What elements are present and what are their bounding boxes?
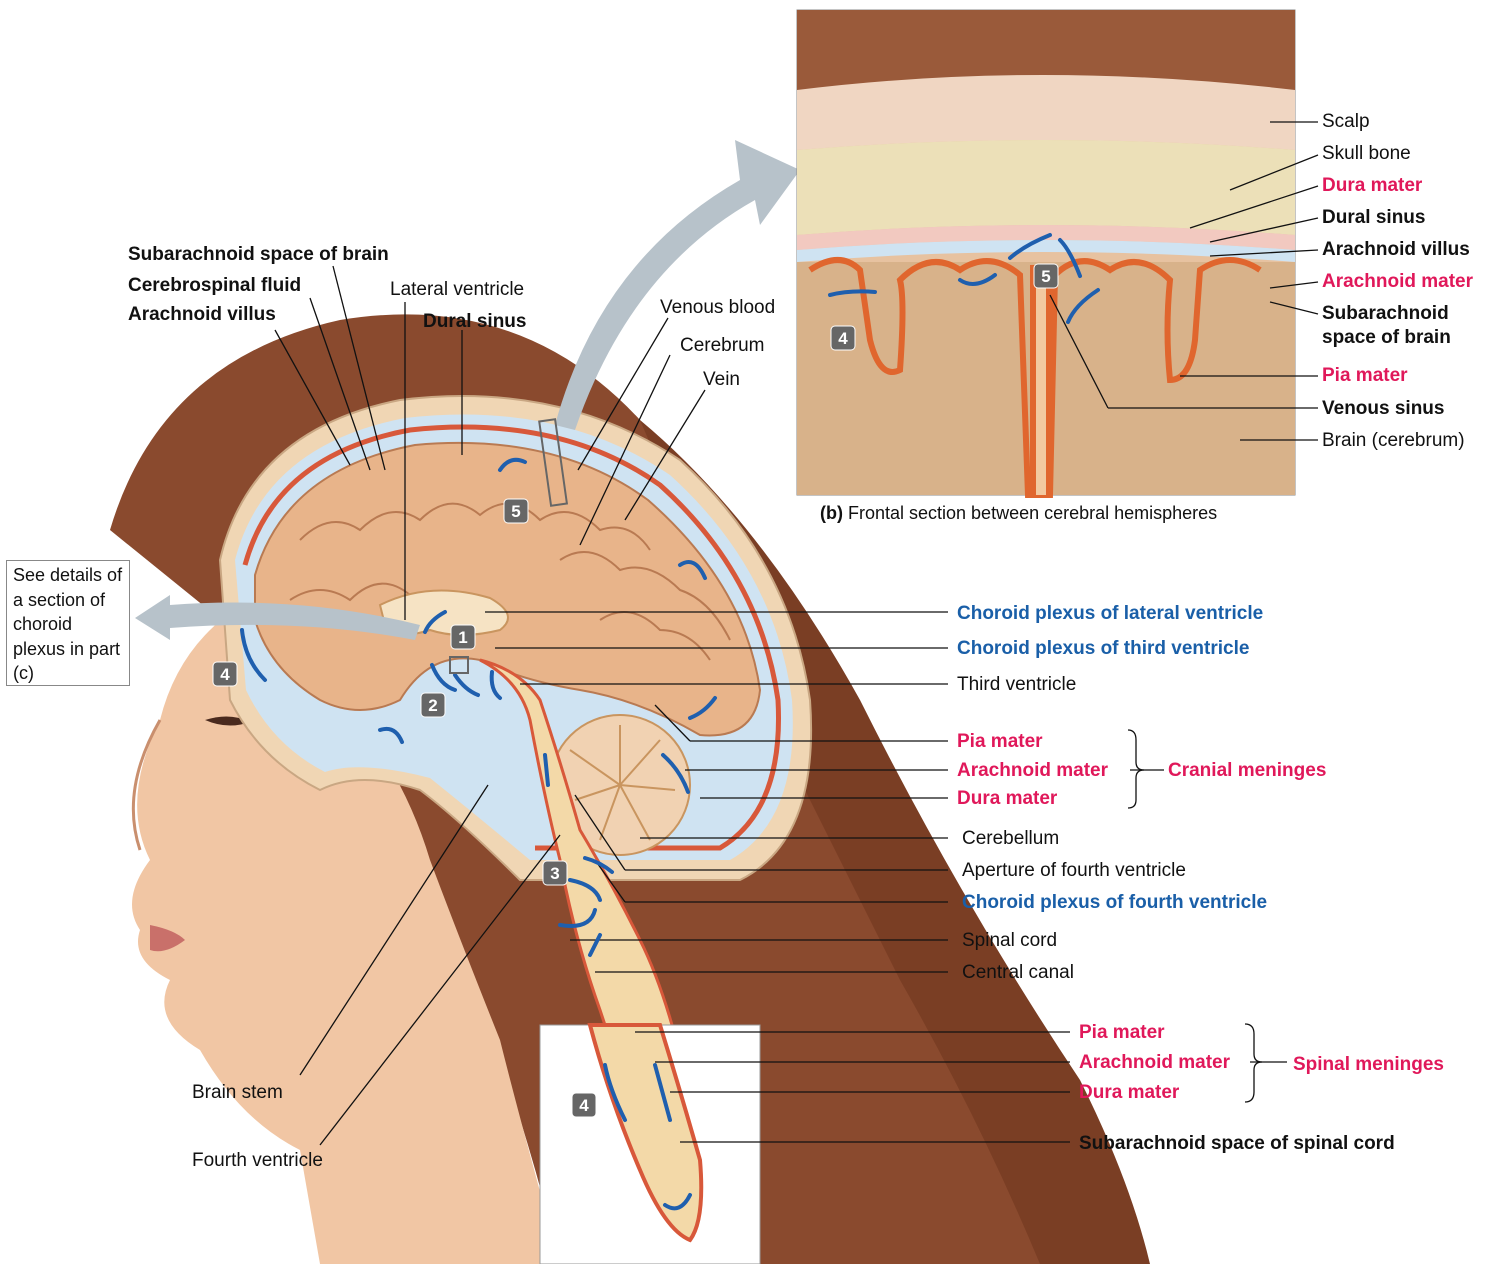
svg-text:1: 1 [458, 628, 467, 647]
label-spinal-meninges: Spinal meninges [1293, 1054, 1444, 1076]
label-cranial-arachnoid-mater: Arachnoid mater [957, 760, 1108, 782]
label-cranial-pia-mater: Pia mater [957, 731, 1043, 753]
label-dural-sinus: Dural sinus [423, 311, 526, 333]
inset-label-arachnoid-villus: Arachnoid villus [1322, 239, 1470, 261]
cranial-brace [1128, 730, 1144, 808]
spinal-brace [1245, 1024, 1262, 1102]
svg-text:5: 5 [511, 502, 520, 521]
inset-label-skull-bone: Skull bone [1322, 143, 1411, 165]
inset-label-dural-sinus: Dural sinus [1322, 207, 1425, 229]
inset-caption-letter: (b) [820, 503, 843, 523]
inset-caption: (b) Frontal section between cerebral hem… [820, 503, 1217, 524]
step-4-badge-inset: 4 [831, 326, 855, 350]
step-5-badge-inset: 5 [1034, 264, 1058, 288]
label-spinal-cord: Spinal cord [962, 930, 1057, 952]
inset-label-subarachnoid-line2: space of brain [1322, 327, 1451, 349]
label-choroid-plexus-third: Choroid plexus of third ventricle [957, 638, 1249, 660]
step-4-badge-spinal: 4 [572, 1093, 596, 1117]
label-lateral-ventricle: Lateral ventricle [390, 279, 524, 301]
label-cerebellum: Cerebellum [962, 828, 1059, 850]
see-details-note: See details of a section of choroid plex… [6, 560, 130, 686]
step-4-badge-face: 4 [213, 662, 237, 686]
inset-label-scalp: Scalp [1322, 111, 1370, 133]
label-choroid-plexus-fourth: Choroid plexus of fourth ventricle [962, 892, 1267, 914]
label-choroid-plexus-lateral: Choroid plexus of lateral ventricle [957, 603, 1263, 625]
svg-text:4: 4 [838, 329, 848, 348]
inset-caption-text: Frontal section between cerebral hemisph… [843, 503, 1217, 523]
label-spinal-pia-mater: Pia mater [1079, 1022, 1165, 1044]
label-cerebrospinal-fluid: Cerebrospinal fluid [128, 275, 301, 297]
label-subarachnoid-space-brain: Subarachnoid space of brain [128, 244, 389, 266]
label-arachnoid-villus: Arachnoid villus [128, 304, 276, 326]
label-spinal-dura-mater: Dura mater [1079, 1082, 1179, 1104]
step-1-badge: 1 [451, 625, 475, 649]
inset-label-arachnoid-mater: Arachnoid mater [1322, 271, 1473, 293]
svg-text:4: 4 [579, 1096, 589, 1115]
label-venous-blood: Venous blood [660, 297, 775, 319]
inset-label-dura-mater: Dura mater [1322, 175, 1422, 197]
callout-arrow-to-inset [555, 140, 800, 430]
step-3-badge: 3 [543, 861, 567, 885]
label-third-ventricle: Third ventricle [957, 674, 1076, 696]
label-subarachnoid-space-spinal: Subarachnoid space of spinal cord [1079, 1133, 1395, 1155]
label-aperture-fourth-ventricle: Aperture of fourth ventricle [962, 860, 1186, 882]
label-cerebrum: Cerebrum [680, 335, 764, 357]
label-brain-stem: Brain stem [192, 1082, 283, 1104]
label-fourth-ventricle: Fourth ventricle [192, 1150, 323, 1172]
svg-text:5: 5 [1041, 267, 1050, 286]
label-spinal-arachnoid-mater: Arachnoid mater [1079, 1052, 1230, 1074]
inset-label-brain-cerebrum: Brain (cerebrum) [1322, 430, 1465, 452]
svg-text:2: 2 [428, 696, 437, 715]
inset-label-subarachnoid-line1: Subarachnoid [1322, 303, 1449, 325]
label-vein: Vein [703, 369, 740, 391]
inset-label-pia-mater: Pia mater [1322, 365, 1408, 387]
label-cranial-dura-mater: Dura mater [957, 788, 1057, 810]
inset-label-venous-sinus: Venous sinus [1322, 398, 1444, 420]
step-5-badge-main: 5 [504, 499, 528, 523]
label-cranial-meninges: Cranial meninges [1168, 760, 1326, 782]
svg-text:4: 4 [220, 665, 230, 684]
frontal-section-inset [797, 10, 1295, 495]
svg-text:3: 3 [550, 864, 559, 883]
step-2-badge: 2 [421, 693, 445, 717]
label-central-canal: Central canal [962, 962, 1074, 984]
